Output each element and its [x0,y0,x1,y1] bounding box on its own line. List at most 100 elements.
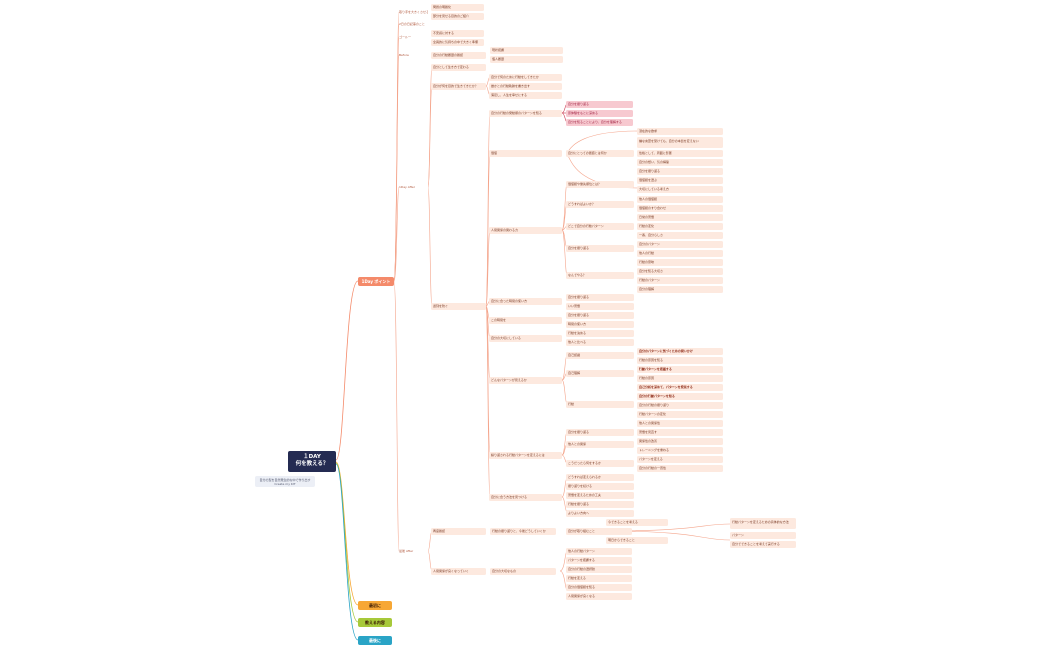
mindmap-node[interactable]: 価値 [489,150,562,157]
mindmap-node[interactable]: この時間を [489,317,562,324]
mindmap-node[interactable]: 最後 After [399,549,414,553]
mindmap-node[interactable]: どうすれば変えられるか [566,474,634,481]
mindmap-node[interactable]: 繰り返される行動パターンを変えるには [489,452,562,459]
mindmap-node[interactable]: 行動のパターン [637,277,723,284]
mindmap-node[interactable]: 価値観を選ぶ [637,177,723,184]
mindmap-node[interactable]: 大切にしている考え方 [637,186,723,193]
mindmap-node[interactable]: 自分の理解 [637,286,723,293]
mindmap-node[interactable]: 潜在的な欲求 [637,128,723,135]
mindmap-node[interactable]: 習慣を見直す [637,429,723,436]
mindmap-node[interactable]: 行動パターンの変化 [637,411,723,418]
mindmap-node[interactable]: 自己認識 [566,352,634,359]
mindmap-node[interactable]: 自分の行動の一貫性 [637,465,723,472]
mindmap-node[interactable]: パターンを把握する [566,557,632,564]
mindmap-node[interactable]: 関係性の改善 [637,438,723,445]
mindmap-node[interactable]: 自分で何のために行動をしてきたか [489,74,562,81]
mindmap-node[interactable]: 自分として生き方で変わる [431,64,486,71]
mindmap-node[interactable]: 性格として、周囲に影響 [637,150,723,157]
branch-teaching-content[interactable]: 教える内容 [358,618,392,627]
mindmap-node[interactable]: 行動の意味 [637,259,723,266]
mindmap-node[interactable]: パターン [730,532,796,539]
mindmap-node[interactable]: 自分に合った時間の使い方 [489,298,562,305]
mindmap-node[interactable]: 自分の価値観を知る [566,584,632,591]
mindmap-node[interactable]: どんなパターンが見えるか [489,377,562,384]
mindmap-node[interactable]: 自分の行動の選択肢 [566,566,632,573]
mindmap-node[interactable]: 全員的に気持ちの中で大きく準備 [431,39,484,46]
mindmap-node[interactable]: 行動の振り返りと、今後どうしていくか [490,528,556,535]
mindmap-node[interactable]: 自分を振り返る [566,312,634,319]
mindmap-node[interactable]: 自分の大切なもの [490,568,556,575]
mindmap-node[interactable]: 自分を知る大切さ [637,268,723,275]
mindmap-node[interactable]: 2日の日記事のこと [399,22,425,26]
mindmap-node[interactable]: 原体験をもとに深める [566,110,633,117]
mindmap-node[interactable]: 時間の使い方 [566,321,634,328]
mindmap-node[interactable]: 取り手を大きくさせる [399,10,428,14]
mindmap-node[interactable]: 行動の変化 [637,223,723,230]
root-node[interactable]: １DAY 何を教える？ [288,451,336,472]
mindmap-node[interactable]: トレーニングを重ねる [637,447,723,454]
mindmap-node[interactable]: 1Day After [399,185,415,189]
mindmap-node[interactable]: 行動の原因 [637,375,723,382]
mindmap-node[interactable]: 自分のパターン [637,241,723,248]
mindmap-node[interactable]: 他人と比べる [566,339,634,346]
mindmap-node[interactable]: 行動 [566,401,634,408]
mindmap-node[interactable]: こうだったら何をするか [566,460,634,467]
mindmap-node[interactable]: 自分が何を目的で生きてきたか？ [431,83,486,90]
mindmap-node[interactable]: 一番、自分らしさ [637,232,723,239]
mindmap-node[interactable]: 自分が取り組むこと [566,528,632,535]
mindmap-node[interactable]: 自分を振り返る [566,429,634,436]
mindmap-node[interactable]: 他人の行動パターン [566,548,632,555]
mindmap-node[interactable]: 振り返りを続ける [566,483,634,490]
mindmap-node[interactable]: 再度確認 [431,528,486,535]
mindmap-node[interactable]: 他人との関係性 [637,420,723,427]
mindmap-node[interactable]: 明日からできること [606,537,668,544]
mindmap-node[interactable]: 習慣を変えるための工夫 [566,492,634,499]
mindmap-node[interactable]: 現状把握 [490,47,563,54]
mindmap-node[interactable]: 自分を振り返る [566,245,634,252]
mindmap-node[interactable]: 人間関係の関わる力 [489,227,562,234]
mindmap-node[interactable]: 自分の想い、気の構築 [637,159,723,166]
mindmap-node[interactable]: 他人の価値観 [637,196,723,203]
mindmap-node[interactable]: 行動の原因を知る [637,357,723,364]
mindmap-node[interactable]: 自分の大切にしている [489,335,562,342]
mindmap-node[interactable]: どこで自分の行動パターン [566,223,634,230]
branch-first[interactable]: 最初に [358,601,392,610]
mindmap-node[interactable]: 価値観のすり合わせ [637,205,723,212]
mindmap-node[interactable]: 自分を知ることにより、自分を理解する [566,119,633,126]
branch-1day-point[interactable]: 1Day ポイント [358,277,394,286]
mindmap-node[interactable]: 行動パターンを変えるための具体的な方法 [730,518,796,529]
mindmap-node[interactable]: 行動パターンを把握する [637,366,723,373]
mindmap-node[interactable]: 行動を決める [566,330,634,337]
mindmap-node[interactable]: ゴール一 [399,35,412,39]
mindmap-node[interactable]: 他人の行動 [637,250,723,257]
mindmap-node[interactable]: 自分の行動の発動順のパターンを知る [489,110,562,117]
mindmap-node[interactable]: 満足し、人生を幸せにする [489,92,562,99]
mindmap-node[interactable]: 自己理解 [566,370,634,377]
mindmap-node[interactable]: 不安感に対する [431,30,484,37]
mindmap-node[interactable]: 嫌な言葉を受けても、自分の本質を変えない [637,137,723,148]
mindmap-node[interactable]: 今できることを考える [606,519,668,526]
mindmap-node[interactable]: よりよい方向へ [566,510,634,517]
mindmap-node[interactable]: 自分を振り返る [566,101,633,108]
mindmap-node[interactable]: 自分を振り返る [566,294,634,301]
mindmap-node[interactable]: パターンを変える [637,456,723,463]
mindmap-node[interactable]: 自分を振り返る [637,168,723,175]
mindmap-node[interactable]: 人間関係が良くなる [566,593,632,600]
mindmap-node[interactable]: 誰かとの行動軌跡を書き出す [489,83,562,90]
mindmap-node[interactable]: いい習慣 [566,303,634,310]
mindmap-node[interactable]: 問題の明確化 [431,4,484,11]
mindmap-node[interactable]: 価値観や優先順位とは？ [566,181,634,188]
branch-last[interactable]: 最後に [358,636,392,645]
mindmap-node[interactable]: どうすればよいか？ [566,201,634,208]
mindmap-node[interactable]: 自分でできることを考えて実行する [730,541,796,548]
mindmap-node[interactable]: なんでやる？ [566,272,634,279]
mindmap-node[interactable]: 個人履歴 [490,56,563,63]
mindmap-node[interactable]: 人間関係が良くなっていく [431,568,486,575]
mindmap-node[interactable]: 自分の行動履歴の確認 [431,52,486,59]
mindmap-node[interactable]: 行動を変える [566,575,632,582]
mindmap-node[interactable]: 他人との関係 [566,441,634,448]
mindmap-node[interactable]: 自分のパターンに気づくための問いかけ [637,348,723,355]
mindmap-node[interactable]: 自分の行動パターンを知る [637,393,723,400]
mindmap-node[interactable]: 部分を見せる目的のご紹介 [431,13,484,20]
mindmap-node[interactable]: Before [399,53,409,57]
